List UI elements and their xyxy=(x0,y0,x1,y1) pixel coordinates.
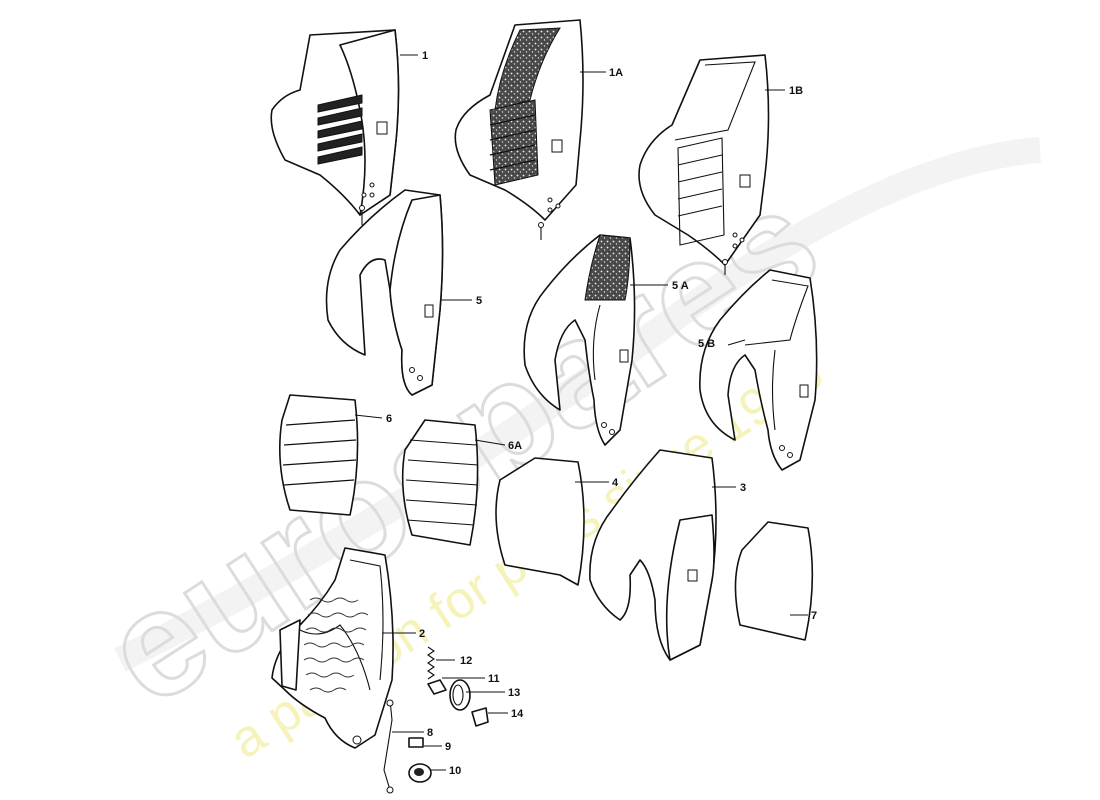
spring-12 xyxy=(427,646,435,680)
label-p1a[interactable]: 1A xyxy=(609,67,623,79)
label-p10[interactable]: 10 xyxy=(449,765,461,777)
label-p5b[interactable]: 5 B xyxy=(698,338,715,350)
backrest-cover-1a xyxy=(454,19,584,240)
label-p1[interactable]: 1 xyxy=(422,50,428,62)
label-p5a[interactable]: 5 A xyxy=(672,280,689,292)
label-p7[interactable]: 7 xyxy=(811,610,817,622)
label-p6[interactable]: 6 xyxy=(386,413,392,425)
rear-panel-7 xyxy=(734,521,814,641)
bushing-14 xyxy=(471,707,489,727)
clip-11 xyxy=(427,679,447,695)
label-p11[interactable]: 11 xyxy=(488,673,500,685)
part-labels: 1 1A 1B 5 5 A 5 B 6 6A 4 3 7 2 12 11 13 … xyxy=(386,50,817,777)
label-p3[interactable]: 3 xyxy=(740,482,746,494)
label-p13[interactable]: 13 xyxy=(508,687,520,699)
backrest-side-cover-5a xyxy=(523,234,636,446)
knob-13 xyxy=(449,679,471,711)
cable-8 xyxy=(383,699,394,794)
backrest-cover-1b xyxy=(638,54,770,275)
backrest-center-panel-6 xyxy=(278,394,359,516)
label-p8[interactable]: 8 xyxy=(427,727,433,739)
label-p9[interactable]: 9 xyxy=(445,741,451,753)
label-p14[interactable]: 14 xyxy=(511,708,524,720)
backrest-center-panel-6a xyxy=(401,419,479,546)
label-p12[interactable]: 12 xyxy=(460,655,472,667)
backrest-cover-1 xyxy=(270,29,400,225)
center-pad-4 xyxy=(495,457,585,586)
backrest-side-cover-5 xyxy=(325,189,444,396)
label-p1b[interactable]: 1B xyxy=(789,85,803,97)
clamp-9 xyxy=(408,737,424,748)
label-p5[interactable]: 5 xyxy=(476,295,482,307)
backrest-pad-3 xyxy=(589,449,717,661)
backrest-frame-2 xyxy=(271,547,394,749)
backrest-side-cover-5b xyxy=(699,269,818,471)
label-p6a[interactable]: 6A xyxy=(508,440,522,452)
label-p4[interactable]: 4 xyxy=(612,477,619,489)
leader-lines xyxy=(354,54,808,771)
label-p2[interactable]: 2 xyxy=(419,628,425,640)
grommet-10 xyxy=(408,763,432,783)
